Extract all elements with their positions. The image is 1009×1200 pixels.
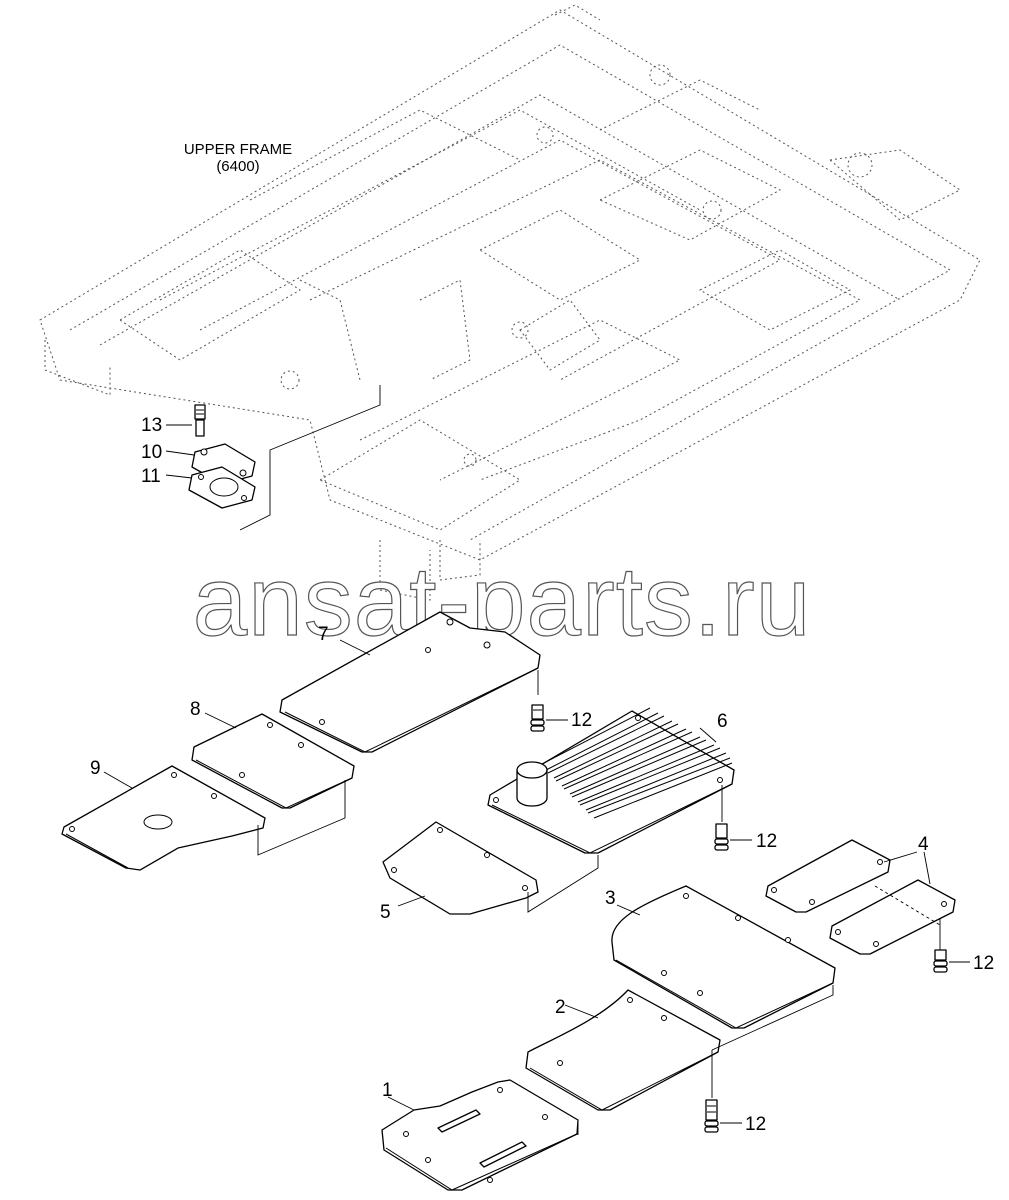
callout-8: 8 <box>190 699 201 720</box>
bolt-13 <box>194 404 206 437</box>
upper-frame-outline <box>39 4 981 601</box>
plate-1 <box>381 1079 579 1191</box>
grille-bars <box>539 707 733 819</box>
leader-5-6 <box>527 855 599 913</box>
callout-7: 7 <box>318 624 329 645</box>
plate-8 <box>191 712 355 809</box>
plate-6-grille <box>487 707 735 854</box>
bolt-12-d <box>704 1099 742 1133</box>
callout-6: 6 <box>717 711 728 732</box>
plates-4 <box>765 839 956 955</box>
plate-7 <box>279 611 541 753</box>
callout-3: 3 <box>605 888 616 909</box>
callouts: 1 2 3 4 5 6 7 8 9 10 11 13 12 12 12 12 <box>90 415 994 1135</box>
callout-10: 10 <box>141 442 162 463</box>
callout-9: 9 <box>90 758 101 779</box>
bolt-12-c <box>933 949 970 973</box>
callout-13: 13 <box>141 415 162 436</box>
callout-12-a: 12 <box>571 710 592 731</box>
frame-label: UPPER FRAME (6400) <box>184 141 292 175</box>
plate-9 <box>61 765 266 871</box>
plate-5 <box>382 821 539 915</box>
callout-12-b: 12 <box>756 831 777 852</box>
callout-11: 11 <box>141 466 161 487</box>
callout-1: 1 <box>382 1080 393 1101</box>
bolt-12-b <box>714 823 752 851</box>
callout-12-c: 12 <box>973 953 994 974</box>
callout-12-d: 12 <box>745 1114 766 1135</box>
part-group-10-11-13 <box>165 385 381 531</box>
callout-2: 2 <box>555 997 566 1018</box>
frame-label-line1: UPPER FRAME <box>184 141 292 158</box>
callout-4: 4 <box>918 834 929 855</box>
callout-5: 5 <box>380 902 391 923</box>
plate-2 <box>525 989 721 1111</box>
leader-2-3 <box>711 985 834 1051</box>
plate-3 <box>611 885 836 1029</box>
bolt-12-a <box>530 704 568 732</box>
frame-label-line2: (6400) <box>216 158 259 175</box>
leader-7-8-9 <box>257 780 346 856</box>
